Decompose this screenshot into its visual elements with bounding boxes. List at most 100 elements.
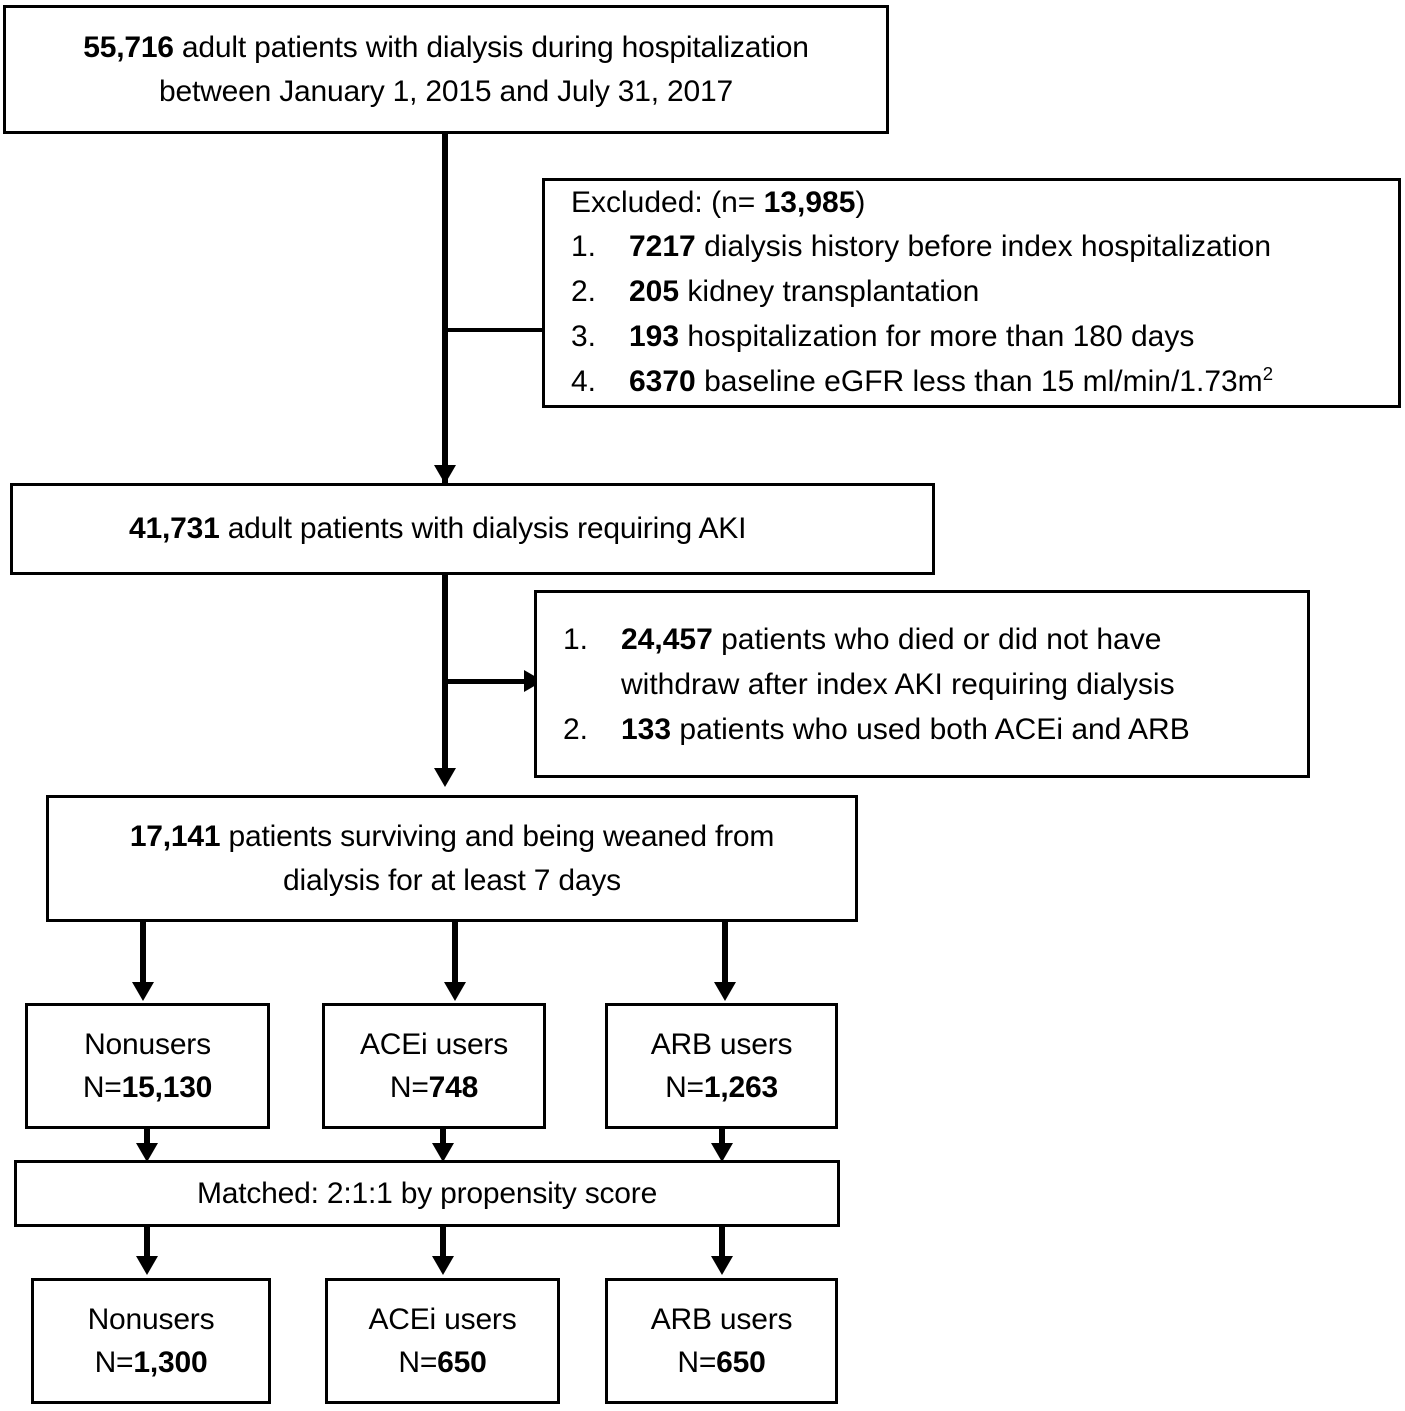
excluded-first-header-count: 13,985 <box>763 186 856 219</box>
list-text: 133 patients who used both ACEi and ARB <box>621 707 1307 752</box>
group-n: N=1,300 <box>95 1341 208 1385</box>
matched-text: Matched: 2:1:1 by propensity score <box>196 1176 658 1210</box>
list-count: 6370 <box>629 365 696 398</box>
connector-weaned-to-arb <box>722 922 728 988</box>
box-excluded-second: 1. 24,457 patients who died or did not h… <box>534 590 1310 778</box>
weaned-cohort-count: 17,141 <box>129 820 221 853</box>
excluded-first-item: 3. 193 hospitalization for more than 180… <box>545 314 1398 359</box>
connector-matched-to-nonusers <box>144 1227 150 1263</box>
connector-branch-excluded-first <box>445 328 545 332</box>
list-count: 193 <box>629 320 680 353</box>
list-text: 6370 baseline eGFR less than 15 ml/min/1… <box>629 359 1398 404</box>
connector-branch-excluded-second <box>445 679 527 684</box>
group-label: ACEi users <box>359 1027 509 1061</box>
list-text: 7217 dialysis history before index hospi… <box>629 224 1398 269</box>
group-n-prefix: N= <box>677 1346 717 1379</box>
connector-acei-to-matched <box>440 1129 446 1151</box>
list-index: 2. <box>563 712 589 746</box>
group-label: ARB users <box>650 1027 793 1061</box>
list-count: 24,457 <box>621 622 713 656</box>
connector-aki-to-weaned <box>442 575 448 775</box>
initial-cohort-line1-text: adult patients with dialysis during hosp… <box>173 31 809 64</box>
group-n-prefix: N= <box>398 1346 438 1379</box>
excluded-second-item-continuation: withdraw after index AKI requiring dialy… <box>621 667 1175 701</box>
box-group-nonusers-unmatched: Nonusers N=15,130 <box>25 1003 270 1129</box>
box-group-arb-matched: ARB users N=650 <box>605 1278 838 1404</box>
list-text: 205 kidney transplantation <box>629 269 1398 314</box>
initial-cohort-line2: between January 1, 2015 and July 31, 201… <box>159 74 733 108</box>
connector-matched-to-acei <box>440 1227 446 1263</box>
list-desc: baseline eGFR less than 15 ml/min/1.73m <box>695 365 1263 398</box>
list-count: 7217 <box>629 230 696 263</box>
group-label: Nonusers <box>84 1027 211 1061</box>
group-n-prefix: N= <box>82 1071 122 1104</box>
list-desc: dialysis history before index hospitaliz… <box>695 230 1272 263</box>
arrowhead-matched-to-arb <box>711 1256 733 1275</box>
list-desc: patients who used both ACEi and ARB <box>671 712 1190 746</box>
box-group-arb-unmatched: ARB users N=1,263 <box>605 1003 838 1129</box>
box-matched: Matched: 2:1:1 by propensity score <box>14 1160 840 1227</box>
excluded-second-item: 2. 133 patients who used both ACEi and A… <box>537 707 1307 752</box>
group-n-value: 650 <box>716 1346 766 1379</box>
initial-cohort-count: 55,716 <box>83 31 174 64</box>
list-desc: patients who died or did not have <box>712 622 1162 656</box>
box-aki-cohort: 41,731 adult patients with dialysis requ… <box>10 483 935 575</box>
weaned-cohort-line1-text: patients surviving and being weaned from <box>220 820 775 853</box>
group-n: N=748 <box>390 1066 478 1110</box>
group-n: N=650 <box>677 1341 765 1385</box>
group-n-prefix: N= <box>665 1071 704 1104</box>
group-n-prefix: N= <box>94 1346 134 1379</box>
group-label: ACEi users <box>368 1302 517 1336</box>
list-text: 24,457 patients who died or did not have <box>621 617 1307 662</box>
arrowhead-initial-to-aki <box>434 465 456 484</box>
arrowhead-weaned-to-nonusers <box>132 982 154 1001</box>
group-n-value: 1,300 <box>133 1346 208 1379</box>
list-text: 193 hospitalization for more than 180 da… <box>629 314 1398 359</box>
group-n: N=15,130 <box>82 1066 213 1110</box>
group-n: N=1,263 <box>665 1066 778 1110</box>
arrowhead-weaned-to-acei <box>444 982 466 1001</box>
aki-cohort-line: 41,731 adult patients with dialysis requ… <box>13 507 746 551</box>
group-n-value: 748 <box>428 1071 479 1104</box>
arrowhead-aki-to-weaned <box>434 768 456 787</box>
group-label: Nonusers <box>87 1302 215 1336</box>
list-index: 2. <box>571 275 597 308</box>
list-superscript: 2 <box>1262 363 1274 384</box>
arrowhead-matched-to-nonusers <box>136 1256 158 1275</box>
connector-matched-to-arb <box>719 1227 725 1263</box>
connector-arb-to-matched <box>719 1129 725 1151</box>
weaned-cohort-line1: 17,141 patients surviving and being wean… <box>129 815 775 859</box>
box-group-acei-matched: ACEi users N=650 <box>325 1278 560 1404</box>
list-desc: kidney transplantation <box>679 275 980 308</box>
list-count: 205 <box>629 275 680 308</box>
connector-weaned-to-acei <box>452 922 458 988</box>
excluded-first-header: Excluded: (n= 13,985) <box>545 182 1398 224</box>
list-count: 133 <box>621 712 672 746</box>
connector-weaned-to-nonusers <box>140 922 146 988</box>
list-index: 4. <box>571 365 597 398</box>
excluded-second-item: 1. 24,457 patients who died or did not h… <box>537 617 1307 662</box>
arrowhead-arb-to-matched <box>711 1143 733 1162</box>
excluded-first-item: 4. 6370 baseline eGFR less than 15 ml/mi… <box>545 359 1398 404</box>
box-weaned-cohort: 17,141 patients surviving and being wean… <box>46 795 858 922</box>
list-index: 3. <box>571 320 597 353</box>
group-label: ARB users <box>650 1302 793 1336</box>
box-excluded-first: Excluded: (n= 13,985) 1. 7217 dialysis h… <box>542 178 1401 408</box>
arrowhead-matched-to-acei <box>432 1256 454 1275</box>
box-group-acei-unmatched: ACEi users N=748 <box>322 1003 546 1129</box>
box-group-nonusers-matched: Nonusers N=1,300 <box>31 1278 271 1404</box>
group-n-value: 15,130 <box>121 1071 213 1104</box>
excluded-first-item: 1. 7217 dialysis history before index ho… <box>545 224 1398 269</box>
list-index: 1. <box>563 622 589 656</box>
arrowhead-weaned-to-arb <box>714 982 736 1001</box>
group-n-prefix: N= <box>389 1071 429 1104</box>
excluded-first-header-close: ) <box>855 186 866 219</box>
arrowhead-acei-to-matched <box>432 1143 454 1162</box>
connector-initial-to-aki <box>442 134 448 484</box>
arrowhead-nonusers-to-matched <box>136 1143 158 1162</box>
group-n: N=650 <box>398 1341 486 1385</box>
aki-cohort-text: adult patients with dialysis requiring A… <box>219 512 747 546</box>
initial-cohort-line1: 55,716 adult patients with dialysis duri… <box>83 26 809 70</box>
list-desc: hospitalization for more than 180 days <box>679 320 1195 353</box>
excluded-first-item: 2. 205 kidney transplantation <box>545 269 1398 314</box>
